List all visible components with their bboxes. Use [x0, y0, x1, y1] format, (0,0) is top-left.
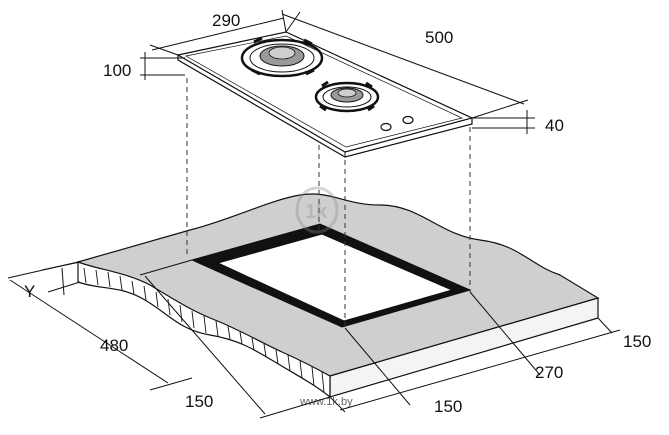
hob-inner-edge: [185, 35, 464, 148]
knob-2: [402, 115, 414, 125]
dimension-front-margin: 150: [139, 259, 331, 419]
side-margin-left-label: 150: [434, 397, 462, 416]
watermark-logo-text: 1k: [305, 201, 328, 223]
control-knobs: [380, 115, 414, 132]
dimension-hob-depth: 500: [281, 11, 529, 119]
gas-hob: [176, 31, 474, 158]
watermark-logo: [295, 186, 339, 234]
hob-top-surface: [176, 31, 474, 153]
knob-1: [380, 122, 392, 132]
small-burner: [314, 80, 380, 113]
dimension-bottom-row: 150 270 150: [329, 291, 651, 416]
dimension-hob-width: 290: [149, 9, 287, 56]
dimension-hob-thickness: 40: [472, 110, 564, 135]
hob-width-label: 290: [212, 11, 240, 30]
countertop: [76, 193, 600, 399]
hob-thickness-label: 40: [545, 116, 564, 135]
projection-lines: [186, 78, 471, 328]
hob-depth-label: 500: [425, 28, 453, 47]
large-burner: [240, 36, 324, 78]
watermark-url: www.1k.by: [299, 396, 353, 408]
countertop-hatch: [83, 267, 325, 393]
watermark: 1k: [295, 186, 339, 234]
dimension-countertop-depth: 480: [7, 261, 193, 391]
side-margin-right-label: 150: [623, 332, 651, 351]
countertop-cutout-opening: [216, 233, 454, 322]
countertop-depth-label: 480: [100, 336, 128, 355]
hob-height-label: 100: [103, 61, 131, 80]
front-margin-label: 150: [185, 392, 213, 411]
cutout-width-label: 270: [535, 363, 563, 382]
countertop-thickness-label: Y: [24, 282, 35, 301]
dimension-hob-height: 100: [103, 52, 185, 80]
